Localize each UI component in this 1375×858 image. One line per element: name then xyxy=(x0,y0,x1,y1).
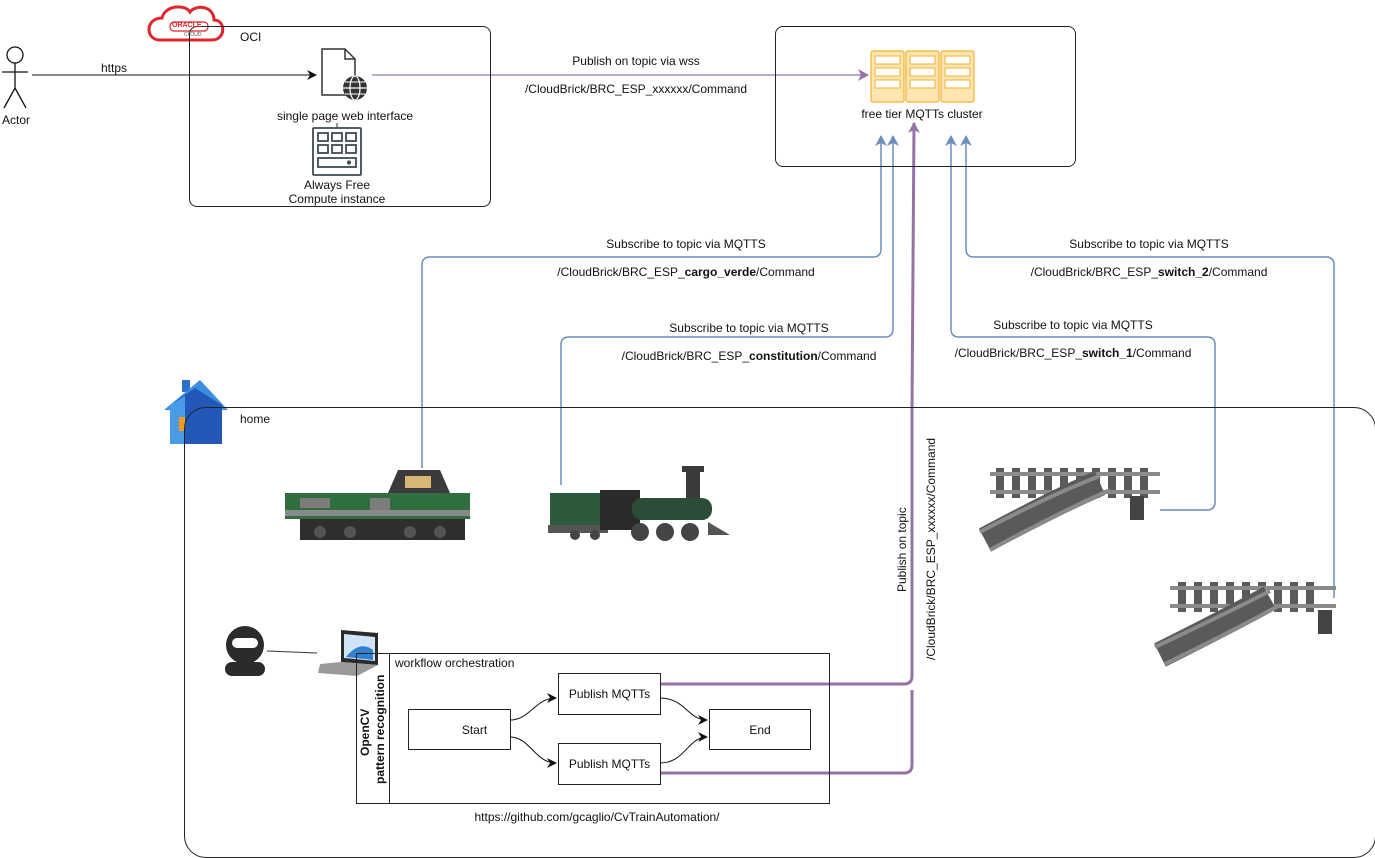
publish-vertical-topic: /CloudBrick/BRC_ESP_xxxxxx/Command xyxy=(924,437,938,660)
publish-wss-topic: /CloudBrick/BRC_ESP_xxxxxx/Command xyxy=(524,82,748,96)
workflow-lane-label-line1: OpenCV xyxy=(358,708,372,756)
publish1-to-end-edge xyxy=(659,697,708,725)
compute-label-line1: Always Free xyxy=(303,178,371,192)
subscribe-switch-1-topic: /CloudBrick/BRC_ESP_switch_1/Command xyxy=(954,346,1192,360)
mqtt-cluster-container xyxy=(775,26,1076,167)
workflow-lane-divider xyxy=(356,653,390,804)
home-label: home xyxy=(240,412,271,426)
switch-1-track-image xyxy=(978,468,1160,552)
publish1-label: Publish MQTTs xyxy=(568,687,651,701)
mqtt-cluster-label: free tier MQTTs cluster xyxy=(861,107,983,121)
operator-person-icon xyxy=(225,626,265,676)
oci-label: OCI xyxy=(240,30,262,44)
subscribe-constitution-connector xyxy=(560,135,899,485)
workflow-publish-mqtt-node-2[interactable]: Publish MQTTs xyxy=(558,743,661,785)
compute-instance-icon xyxy=(312,127,362,176)
oracle-logo-text: ORACLE xyxy=(172,22,202,29)
subscribe-switch-1-connector xyxy=(945,135,1216,511)
workflow-start-node[interactable]: Start xyxy=(408,709,511,750)
publish-vertical-label: Publish on topic xyxy=(895,507,909,592)
subscribe-cargo-verde-connector xyxy=(421,135,887,468)
mqtt-cluster-servers-icon xyxy=(870,50,975,103)
publish2-to-end-edge xyxy=(659,732,708,764)
workflow-lane-label-line2: pattern recognition xyxy=(373,674,387,784)
publish-mqtt-connector-2 xyxy=(660,690,914,775)
workflow-publish-mqtt-node-1[interactable]: Publish MQTTs xyxy=(558,673,661,715)
laptop-icon xyxy=(318,630,378,676)
oracle-logo-subtext: CLOUD xyxy=(184,32,202,38)
cargo-verde-train-image xyxy=(285,470,470,540)
switch-2-track-image xyxy=(1154,582,1336,667)
subscribe-switch-2-connector xyxy=(960,135,1335,598)
subscribe-constitution-label: Subscribe to topic via MQTTS xyxy=(669,321,829,335)
oci-container xyxy=(189,26,491,207)
github-link[interactable]: https://github.com/gcaglio/CvTrainAutoma… xyxy=(474,810,720,824)
start-to-publish2-edge xyxy=(509,736,557,768)
start-to-publish1-edge xyxy=(509,693,557,721)
subscribe-switch-2-topic: /CloudBrick/BRC_ESP_switch_2/Command xyxy=(1030,265,1268,279)
publish-wss-label: Publish on topic via wss xyxy=(572,54,700,68)
subscribe-switch-2-label: Subscribe to topic via MQTTS xyxy=(1069,237,1229,251)
web-interface-label: single page web interface xyxy=(276,109,414,123)
subscribe-cargo-verde-topic: /CloudBrick/BRC_ESP_cargo_verde/Command xyxy=(557,265,815,279)
publish-mqtt-connector-1 xyxy=(660,122,920,686)
actor-label: Actor xyxy=(2,113,31,127)
start-label: Start xyxy=(461,722,488,737)
constitution-train-image xyxy=(548,466,730,541)
compute-label-line2: Compute instance xyxy=(288,192,386,206)
actor-icon xyxy=(2,46,28,109)
workflow-title: workflow orchestration xyxy=(395,656,515,670)
operator-laptop-link xyxy=(266,650,318,654)
https-label: https xyxy=(100,61,128,75)
workflow-end-node[interactable]: End xyxy=(709,709,811,750)
web-page-globe-icon xyxy=(321,48,367,101)
subscribe-switch-1-label: Subscribe to topic via MQTTS xyxy=(993,318,1153,332)
end-label: End xyxy=(749,722,771,737)
subscribe-cargo-verde-label: Subscribe to topic via MQTTS xyxy=(606,237,766,251)
publish2-label: Publish MQTTs xyxy=(568,757,651,771)
subscribe-constitution-topic: /CloudBrick/BRC_ESP_constitution/Command xyxy=(621,349,877,363)
